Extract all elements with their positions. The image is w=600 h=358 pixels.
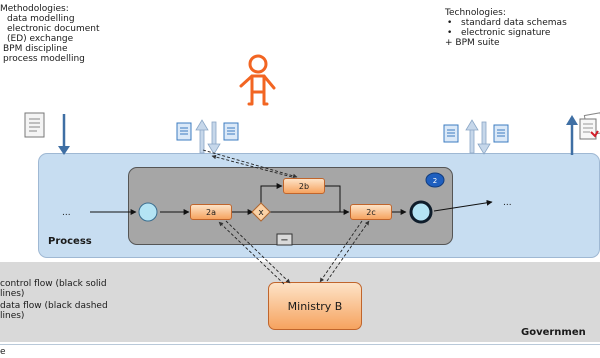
document-icon	[443, 124, 459, 143]
collapse-marker: −	[280, 235, 288, 246]
ellipsis-left: ...	[62, 208, 71, 218]
arrow-up-icon	[195, 119, 209, 154]
document-icon	[223, 122, 239, 141]
step-badge-label: 2	[433, 177, 437, 185]
government-label: Governmen	[521, 327, 586, 338]
methodology-item: process modelling	[3, 54, 85, 64]
methodologies-title: Methodologies:	[0, 4, 69, 14]
legend-data-flow: data flow (black dashed lines)	[0, 301, 108, 321]
step-badge	[425, 172, 445, 188]
technology-item: electronic signature	[461, 28, 551, 38]
task-2c[interactable]: 2c	[350, 204, 392, 220]
process-lane-label: Process	[48, 236, 92, 247]
arrow-up-icon	[566, 115, 578, 155]
footer-text: e	[0, 347, 6, 357]
methodology-item: BPM discipline	[3, 44, 68, 54]
arrow-down-icon	[477, 121, 491, 155]
arrow-down-icon	[207, 121, 221, 155]
person-icon	[239, 54, 276, 106]
gateway-exclusive	[251, 202, 271, 222]
collapse-marker-box[interactable]	[276, 233, 293, 246]
arrow-down-icon	[58, 114, 70, 155]
technology-bullet: •	[447, 18, 453, 28]
gateway-symbol: x	[258, 208, 264, 218]
methodology-item: (ED) exchange	[7, 34, 74, 44]
legend-control-flow: control flow (black solid lines)	[0, 279, 107, 299]
methodology-item: data modelling	[7, 14, 75, 24]
end-event	[409, 200, 433, 224]
document-icon	[493, 124, 509, 143]
technologies-title: Technologies:	[445, 8, 506, 18]
start-event	[138, 202, 158, 222]
methodology-item: electronic document	[7, 24, 100, 34]
data-flow	[202, 149, 370, 285]
ministry-b-box[interactable]: Ministry B	[268, 282, 362, 330]
technology-extra: + BPM suite	[445, 38, 500, 48]
technology-bullet: •	[447, 28, 453, 38]
technology-item: standard data schemas	[461, 18, 567, 28]
divider	[0, 344, 600, 345]
task-2b[interactable]: 2b	[283, 178, 325, 194]
control-flow	[90, 183, 493, 215]
document-icon	[24, 112, 45, 138]
document-icon	[176, 122, 192, 141]
signed-document-icon	[579, 112, 600, 140]
task-2a[interactable]: 2a	[190, 204, 232, 220]
arrow-up-icon	[465, 119, 479, 154]
ellipsis-right: ...	[503, 198, 512, 208]
